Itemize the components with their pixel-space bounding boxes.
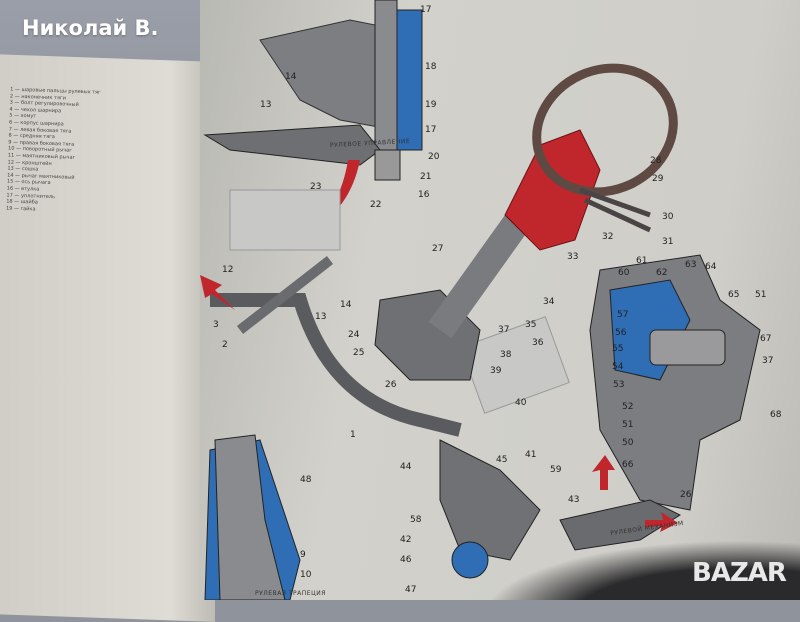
callout-number: 37 [762,356,774,366]
callout-number: 29 [652,174,664,184]
callout-number: 24 [348,330,360,340]
pendulum-lever [203,124,381,166]
callout-number: 3 [213,320,219,330]
ball-joint-metal [214,434,286,600]
callout-number: 39 [490,366,502,376]
callout-number: 54 [612,362,624,372]
callout-number: 46 [400,555,412,565]
callout-number: 60 [618,268,630,278]
callout-number: 40 [515,398,527,408]
callout-number: 61 [636,256,648,266]
steering-wheel [532,63,678,197]
bazar-watermark: BAZAR [692,558,787,588]
tie-rod [236,256,334,334]
callout-number: 10 [300,570,312,580]
red-arrow [295,160,360,245]
trapezium-caption: РУЛЕВАЯ ТРАПЕЦИЯ [255,590,326,597]
callout-number: 57 [617,310,629,320]
center-link [210,293,462,437]
steering-illustration [200,0,761,600]
callout-number: 68 [770,410,782,420]
callout-number: 42 [400,535,412,545]
callout-number: 9 [300,550,306,560]
callout-number: 25 [353,348,365,358]
callout-number: 23 [310,182,322,192]
callout-number: 14 [285,72,297,82]
callout-number: 55 [612,344,624,354]
callout-number: 45 [496,455,508,465]
callout-number: 34 [543,297,555,307]
callout-number: 53 [613,380,625,390]
bracket-plate-lower [460,316,570,414]
callout-number: 20 [428,152,440,162]
callout-number: 32 [602,232,614,242]
callout-number: 35 [525,320,537,330]
worm-gear [649,329,726,366]
callout-number: 51 [755,290,767,300]
callout-number: 21 [420,172,432,182]
red-arrow-right [645,512,678,532]
callout-number: 22 [370,200,382,210]
callout-number: 38 [500,350,512,360]
callout-number: 14 [340,300,352,310]
callout-number: 62 [656,268,668,278]
callout-number: 64 [705,262,717,272]
red-arrow-up [592,455,615,490]
shadow [480,540,800,600]
callout-number: 28 [650,156,662,166]
callout-number: 12 [222,265,234,275]
callout-number: 30 [662,212,674,222]
callout-number: 47 [405,585,417,595]
callout-number: 51 [622,420,634,430]
callout-number: 56 [615,328,627,338]
bracket-housing [374,0,398,156]
callout-number: 44 [400,462,412,472]
callout-number: 13 [260,100,272,110]
callout-number: 66 [622,460,634,470]
callout-number: 2 [222,340,228,350]
callout-number: 18 [425,62,437,72]
column-switch-levers [579,187,652,233]
callout-number: 67 [760,334,772,344]
callout-number: 33 [567,252,579,262]
callout-number: 26 [385,380,397,390]
callout-number: 50 [622,438,634,448]
callout-number: 59 [550,465,562,475]
callout-number: 17 [420,5,432,15]
callout-number: 17 [425,125,437,135]
callout-number: 58 [410,515,422,525]
callout-number: 27 [432,244,444,254]
callout-number: 31 [662,237,674,247]
pendulum-bracket [259,19,401,131]
callout-number: 65 [728,290,740,300]
seller-name: Николай В. [22,16,159,40]
callout-number: 26 [680,490,692,500]
callout-number: 48 [300,475,312,485]
callout-number: 13 [315,312,327,322]
bracket-plate [229,189,341,251]
callout-number: 37 [498,325,510,335]
callout-number: 19 [425,100,437,110]
callout-number: 63 [685,260,697,270]
callout-number: 36 [532,338,544,348]
callout-number: 16 [418,190,430,200]
callout-number: 41 [525,450,537,460]
callout-number: 1 [350,430,356,440]
red-arrow-left [200,275,235,310]
bolt [374,149,401,181]
callout-number: 52 [622,402,634,412]
callout-number: 43 [568,495,580,505]
